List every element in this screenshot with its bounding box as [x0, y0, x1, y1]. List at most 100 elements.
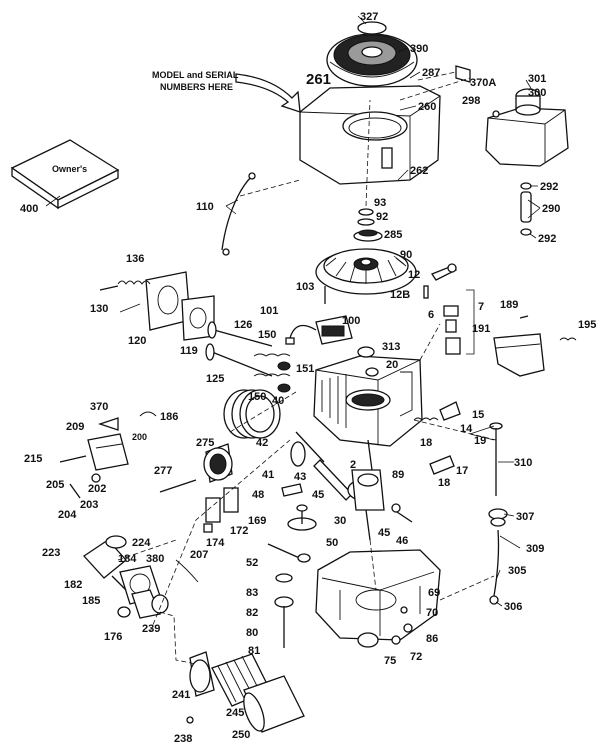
- part-label: 261: [306, 71, 331, 88]
- part-label: 207: [190, 549, 208, 561]
- part-label: 40: [272, 395, 284, 407]
- part-label: 103: [296, 281, 314, 293]
- part-label: 309: [526, 543, 544, 555]
- part-label: 380: [146, 553, 164, 565]
- part-label: 93: [374, 197, 386, 209]
- part-label: 307: [516, 511, 534, 523]
- part-label: 390: [410, 43, 428, 55]
- part-label: 186: [160, 411, 178, 423]
- part-label: 43: [294, 471, 306, 483]
- crankshaft: [313, 439, 385, 541]
- part-label: 169: [248, 515, 266, 527]
- part-label: 215: [24, 453, 42, 465]
- part-label: 223: [42, 547, 60, 559]
- part-label: 136: [126, 253, 144, 265]
- part-label: 275: [196, 437, 214, 449]
- part-label: 45: [312, 489, 324, 501]
- part-label: 83: [246, 587, 258, 599]
- part-label: 203: [80, 499, 98, 511]
- part-label: 50: [326, 537, 338, 549]
- part-label: 48: [252, 489, 264, 501]
- part-label: 204: [58, 509, 77, 521]
- part-label: 209: [66, 421, 84, 433]
- part-label: 110: [196, 201, 214, 213]
- part-label: 130: [90, 303, 108, 315]
- part-label: 150: [248, 391, 266, 403]
- part-label: 12: [408, 269, 420, 281]
- part-label: 260: [418, 101, 436, 113]
- part-label: 126: [234, 319, 252, 331]
- crankcase-sump: [315, 549, 441, 641]
- part-label: 72: [410, 651, 422, 663]
- part-label: 191: [472, 323, 490, 335]
- part-label: 277: [154, 465, 172, 477]
- part-label: 2: [350, 459, 356, 471]
- part-label: 42: [256, 437, 268, 449]
- part-label: 15: [472, 409, 484, 421]
- part-label: 292: [540, 181, 558, 193]
- part-label: 239: [142, 623, 160, 635]
- part-label: 14: [460, 423, 473, 435]
- flywheel: [315, 248, 417, 295]
- air-filter: [186, 651, 305, 733]
- parts-drawing: Owner's: [10, 21, 577, 733]
- part-label: 370: [90, 401, 108, 413]
- part-label: 92: [376, 211, 388, 223]
- part-label: 184: [118, 553, 137, 565]
- part-label: 241: [172, 689, 190, 701]
- fuel-line: [520, 182, 532, 236]
- part-label: 75: [384, 655, 396, 667]
- part-label: 119: [180, 345, 198, 357]
- part-label: 41: [262, 469, 274, 481]
- part-label: 81: [248, 645, 260, 657]
- part-label: 7: [478, 301, 484, 313]
- part-label: 327: [360, 11, 378, 23]
- part-label: 150: [258, 329, 276, 341]
- part-label: 45: [378, 527, 390, 539]
- part-label: 17: [456, 465, 468, 477]
- part-label: 290: [542, 203, 560, 215]
- part-label: 18: [438, 477, 450, 489]
- camshaft: [287, 504, 317, 531]
- part-label: 89: [392, 469, 404, 481]
- part-labels: 327 390 287 370A 261 260 301 300 298 262…: [20, 11, 596, 745]
- part-label: 310: [514, 457, 532, 469]
- part-label: 205: [46, 479, 64, 491]
- part-label: 200: [132, 432, 147, 442]
- part-label: 18: [420, 437, 432, 449]
- part-label: 306: [504, 601, 522, 613]
- part-label: 245: [226, 707, 244, 719]
- muffler-bracket: [493, 315, 577, 377]
- curved-arrow: [235, 73, 301, 113]
- part-label: 125: [206, 373, 224, 385]
- part-label: 52: [246, 557, 258, 569]
- part-label: 202: [88, 483, 106, 495]
- part-label: 69: [428, 587, 440, 599]
- control-cable: [221, 175, 253, 251]
- carburetor-parts: [99, 271, 215, 341]
- part-label: 70: [426, 607, 438, 619]
- part-label: 287: [422, 67, 440, 79]
- part-label: 120: [128, 335, 146, 347]
- part-label: 182: [64, 579, 82, 591]
- part-label: 305: [508, 565, 526, 577]
- part-label: 400: [20, 203, 38, 215]
- flywheel-hardware: [353, 208, 383, 242]
- note-line-1: MODEL and SERIAL: [152, 70, 239, 80]
- part-label: 185: [82, 595, 100, 607]
- part-label: 370A: [470, 77, 496, 89]
- part-label: 100: [342, 315, 360, 327]
- part-label: 313: [382, 341, 400, 353]
- part-label: 224: [132, 537, 151, 549]
- part-label: 20: [386, 359, 398, 371]
- throttle-assembly: [59, 411, 157, 499]
- part-label: 101: [260, 305, 278, 317]
- blower-housing: [299, 85, 441, 185]
- fuel-tank: [485, 88, 569, 167]
- part-label: 195: [578, 319, 596, 331]
- part-label: 292: [538, 233, 556, 245]
- part-label: 189: [500, 299, 518, 311]
- recoil-starter: [326, 21, 418, 87]
- ignition-module: [285, 315, 353, 345]
- part-label: 30: [334, 515, 346, 527]
